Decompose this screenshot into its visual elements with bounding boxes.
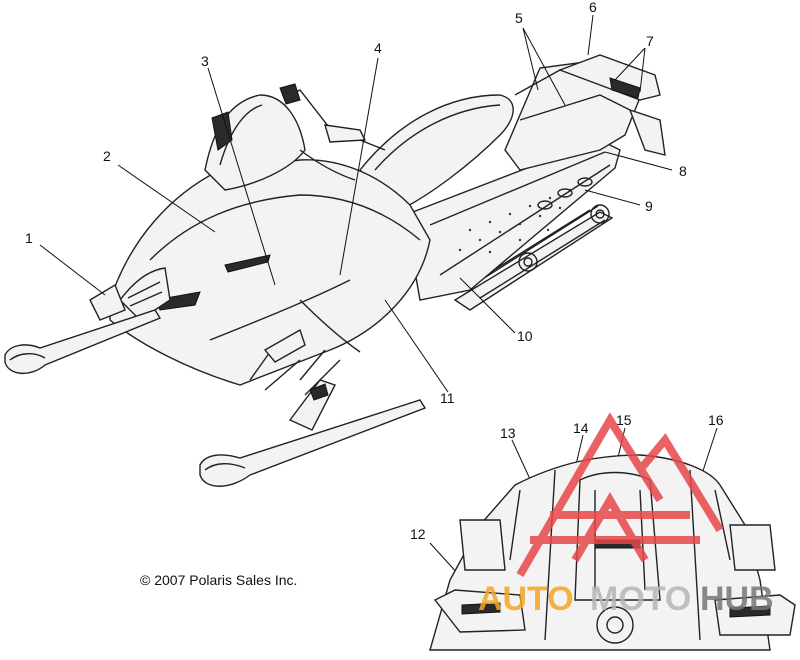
watermark-text-moto: MOTO xyxy=(590,580,691,618)
watermark-logo: AUTO MOTO HUB xyxy=(478,412,774,618)
callout-2: 2 xyxy=(103,148,111,164)
ski-front-near xyxy=(199,349,427,487)
front-suspension xyxy=(249,328,306,391)
ski-front-far xyxy=(4,283,162,374)
callout-6: 6 xyxy=(589,0,597,15)
callout-14: 14 xyxy=(573,420,589,436)
callout-7: 7 xyxy=(646,33,654,49)
watermark-text-auto: AUTO xyxy=(478,580,574,618)
callout-10: 10 xyxy=(517,328,533,344)
windshield xyxy=(204,94,306,191)
callout-13: 13 xyxy=(500,425,516,441)
callout-labels: 1 2 3 4 5 6 7 8 9 10 11 12 13 14 15 16 xyxy=(25,0,724,542)
copyright-notice: © 2007 Polaris Sales Inc. xyxy=(140,572,297,588)
callout-8: 8 xyxy=(679,163,687,179)
callout-16: 16 xyxy=(708,412,724,428)
callout-9: 9 xyxy=(645,198,653,214)
handlebar xyxy=(279,83,386,181)
callout-5: 5 xyxy=(515,10,523,26)
callout-3: 3 xyxy=(201,53,209,69)
tunnel xyxy=(404,139,621,301)
watermark-mountain-icon xyxy=(516,412,724,578)
callout-12: 12 xyxy=(410,526,426,542)
snowmobile-rear-view xyxy=(429,454,796,651)
callout-1: 1 xyxy=(25,230,33,246)
rear-deck xyxy=(504,54,666,171)
callout-11: 11 xyxy=(440,390,455,406)
snowmobile-main-view xyxy=(4,54,666,487)
callout-15: 15 xyxy=(616,412,632,428)
watermark-text-hub: HUB xyxy=(700,580,774,618)
callout-4: 4 xyxy=(374,40,382,56)
seat xyxy=(359,94,514,211)
